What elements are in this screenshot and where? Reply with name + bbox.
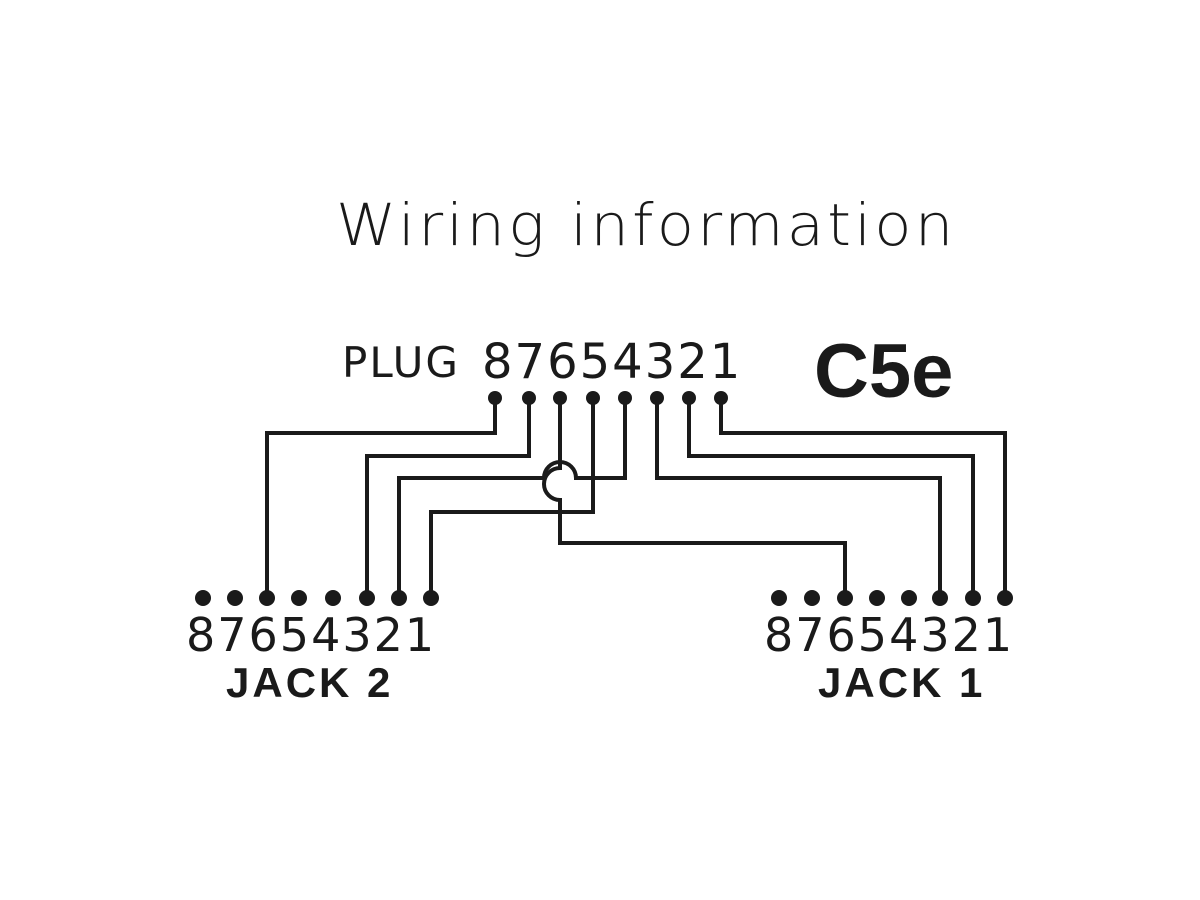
wire-plug3-jack1-pin3 — [655, 398, 942, 598]
wire-plug2-jack1-pin2 — [687, 398, 975, 598]
plug-label: PLUG — [342, 338, 460, 387]
plug-pin-2-dot — [682, 391, 696, 405]
jack1-pin-8-dot — [771, 590, 787, 606]
diagram-title: Wiring information — [336, 191, 957, 259]
plug-pin-1-dot — [714, 391, 728, 405]
jack1-pin-4-dot — [901, 590, 917, 606]
jack1-pin-7-dot — [804, 590, 820, 606]
jack2-pin-6-dot — [259, 590, 275, 606]
plug-pin-4-dot — [618, 391, 632, 405]
jack2-pin-5-dot — [291, 590, 307, 606]
wire-plug4-jack2-pin2 — [397, 398, 627, 598]
jack2-pin-8-dot — [195, 590, 211, 606]
jack1-pin-5-dot — [869, 590, 885, 606]
wire-plug1-jack1-pin1 — [719, 398, 1007, 598]
wire-plug7-jack2-pin3 — [365, 398, 531, 598]
wire-plug5-jack2-pin1 — [429, 398, 595, 598]
jack2-pin-1-dot — [423, 590, 439, 606]
plug-pin-8-dot — [488, 391, 502, 405]
plug-pin-3-dot — [650, 391, 664, 405]
jack2-pin-2-dot — [391, 590, 407, 606]
jack2-pin-numbers: 87654321 — [186, 608, 437, 662]
jack1-pin-6-dot — [837, 590, 853, 606]
jack1-label: JACK 1 — [818, 659, 986, 706]
jack2-label: JACK 2 — [226, 659, 394, 706]
plug-pin-6-dot — [553, 391, 567, 405]
plug-pin-numbers: 87654321 — [482, 334, 743, 390]
jack2-pin-7-dot — [227, 590, 243, 606]
jack1-pin-numbers: 87654321 — [764, 608, 1015, 662]
jack2-pin-4-dot — [325, 590, 341, 606]
plug-pin-7-dot — [522, 391, 536, 405]
jack1-pin-1-dot — [997, 590, 1013, 606]
jack1-pin-2-dot — [965, 590, 981, 606]
wire-plug6-jack1-pin6 — [542, 398, 847, 598]
wire-plug8-jack2-pin6 — [265, 398, 497, 598]
jack1-pin-3-dot — [932, 590, 948, 606]
plug-pin-5-dot — [586, 391, 600, 405]
jack2-pin-3-dot — [359, 590, 375, 606]
category-label: C5e — [814, 329, 954, 414]
